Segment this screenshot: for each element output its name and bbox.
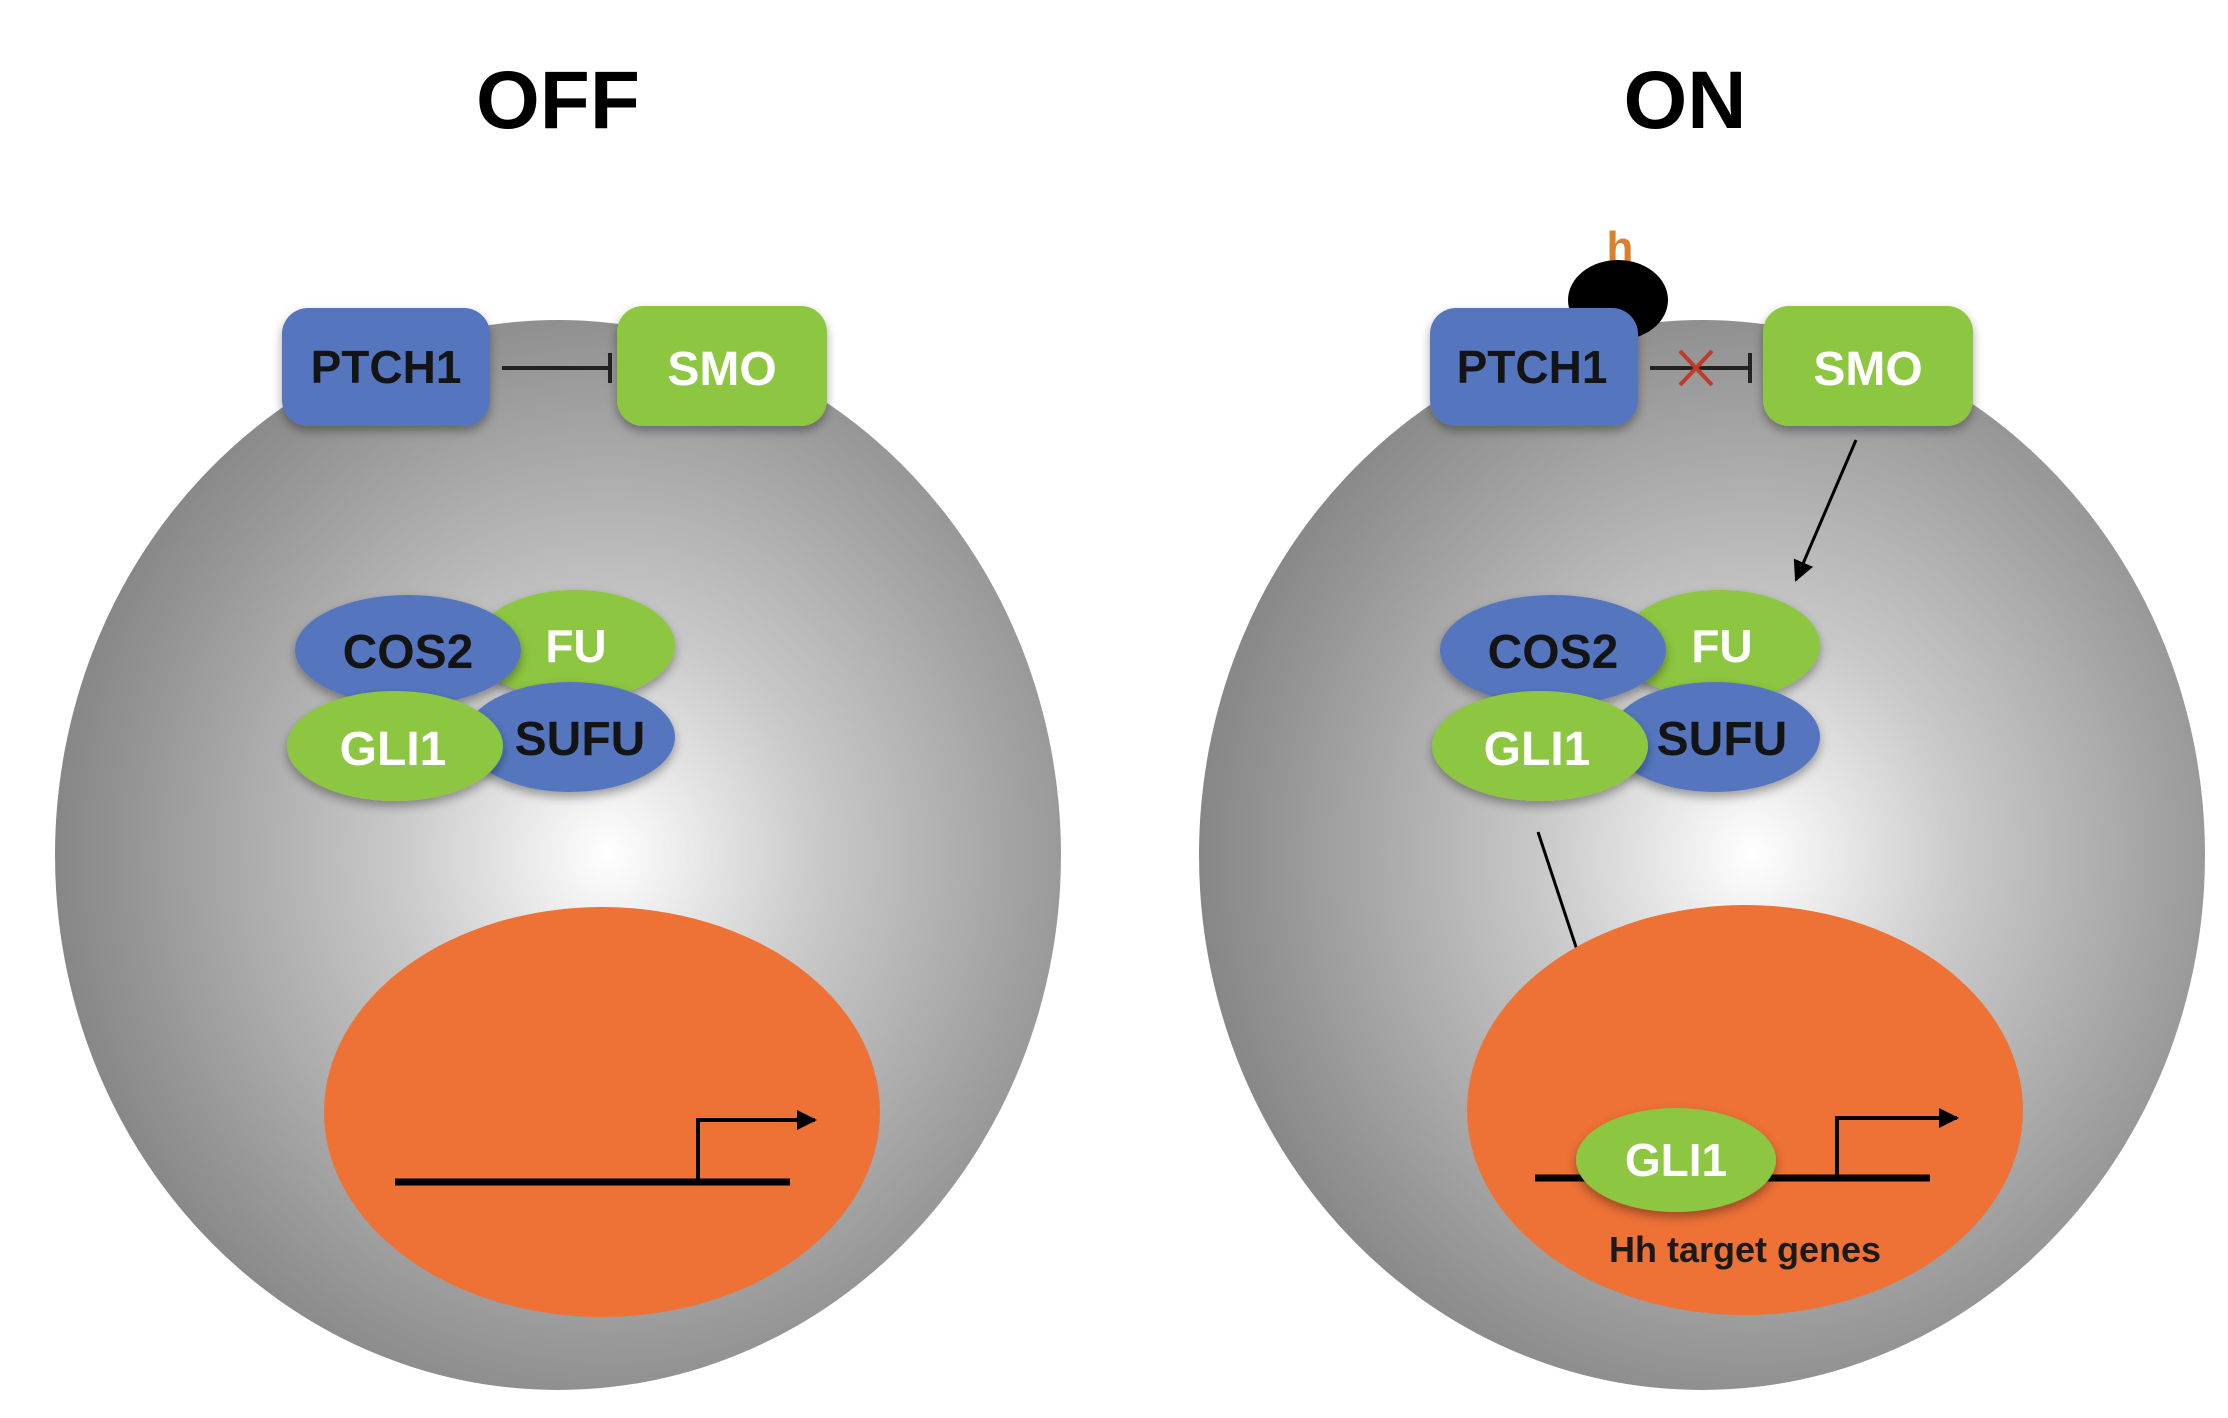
sufu-label-off: SUFU bbox=[515, 713, 646, 766]
smo-receptor-off bbox=[617, 306, 827, 426]
gli1-label-off: GLI1 bbox=[340, 723, 447, 776]
nucleus-on bbox=[1467, 905, 2023, 1315]
panel-on-title: ON bbox=[1624, 55, 1747, 146]
ptch1-label-off: PTCH1 bbox=[311, 341, 462, 393]
cos2-protein-on bbox=[1440, 595, 1666, 705]
cos2-label-on: COS2 bbox=[1488, 626, 1619, 679]
gli1-protein-off bbox=[287, 691, 503, 801]
cos2-protein-off bbox=[295, 595, 521, 705]
smo-label-on: SMO bbox=[1813, 343, 1922, 396]
gli1-protein-on bbox=[1432, 691, 1648, 801]
gli1-bound-on-dna bbox=[1576, 1108, 1776, 1212]
sufu-label-on: SUFU bbox=[1657, 713, 1788, 766]
fu-protein-off bbox=[475, 590, 675, 700]
panel-off-title: OFF bbox=[476, 55, 640, 146]
fu-label-on: FU bbox=[1691, 620, 1752, 672]
cos2-label-off: COS2 bbox=[343, 626, 474, 679]
smo-label-off: SMO bbox=[667, 343, 776, 396]
ptch1-label-on: PTCH1 bbox=[1457, 341, 1608, 393]
gli1-nuclear-label: GLI1 bbox=[1625, 1134, 1727, 1186]
fu-protein-on bbox=[1620, 590, 1820, 700]
ptch1-receptor-on bbox=[1430, 308, 1638, 426]
gli1-label-on: GLI1 bbox=[1484, 723, 1591, 776]
panel-off: OFF PTCH1 SMO FU COS2 SUFU GLI1 bbox=[55, 55, 1061, 1390]
nucleus-off bbox=[324, 907, 880, 1317]
smo-receptor-on bbox=[1763, 306, 1973, 426]
promoter-arrow-off bbox=[696, 1110, 817, 1182]
panel-on: ON h PTCH1 SMO FU COS2 SUFU GLI1 bbox=[1199, 55, 2205, 1390]
sufu-protein-off bbox=[465, 682, 675, 792]
sufu-protein-on bbox=[1610, 682, 1820, 792]
fu-label-off: FU bbox=[545, 620, 606, 672]
smo-to-complex-arrow bbox=[1793, 439, 1858, 582]
promoter-arrow-on bbox=[1835, 1108, 1959, 1178]
hh-target-genes-label: Hh target genes bbox=[1609, 1229, 1881, 1270]
block-x-icon bbox=[1678, 349, 1714, 387]
ptch1-receptor-off bbox=[282, 308, 490, 426]
